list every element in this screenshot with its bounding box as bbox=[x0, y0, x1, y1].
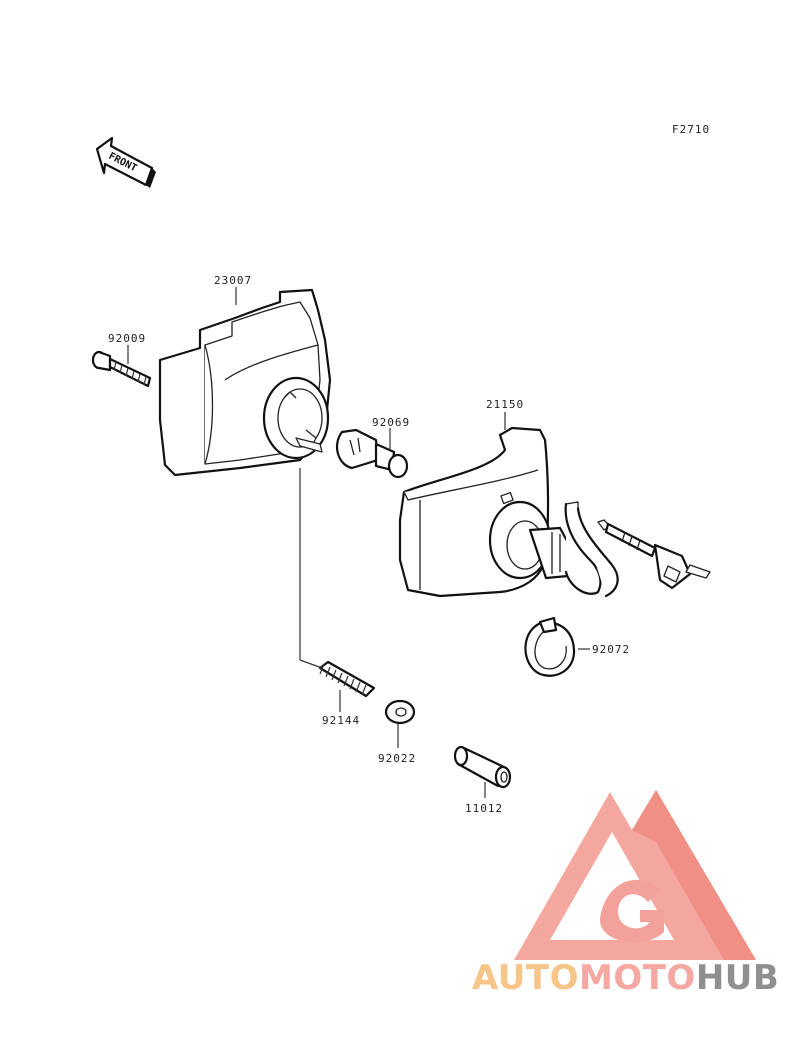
part-number-21150: 21150 bbox=[486, 398, 524, 411]
part-number-92144: 92144 bbox=[322, 714, 360, 727]
screw-92009 bbox=[91, 350, 152, 388]
part-number-92009: 92009 bbox=[108, 332, 146, 345]
part-number-92069: 92069 bbox=[372, 416, 410, 429]
bulb-92069 bbox=[335, 428, 409, 479]
spring-92144 bbox=[318, 660, 376, 698]
part-number-92072: 92072 bbox=[592, 643, 630, 656]
band-clamp-92072 bbox=[524, 616, 576, 677]
collar-11012 bbox=[453, 745, 512, 789]
washer-92022 bbox=[384, 699, 416, 725]
lens-housing-23007 bbox=[158, 288, 332, 477]
brand-part-moto: MOTO bbox=[578, 958, 696, 998]
brand-part-hub: HUB bbox=[695, 958, 780, 998]
brand-part-auto: AUTO bbox=[472, 958, 579, 998]
socket-assembly-21150 bbox=[398, 426, 711, 598]
part-number-92022: 92022 bbox=[378, 752, 416, 765]
part-number-11012: 11012 bbox=[465, 802, 503, 815]
figure-code: F2710 bbox=[672, 123, 710, 136]
leader-lines bbox=[127, 287, 590, 798]
watermark-brand-text: AUTOMOTOHUB bbox=[472, 958, 794, 998]
front-arrow-icon: FRONT bbox=[95, 136, 156, 188]
watermark-logo-icon bbox=[514, 790, 756, 960]
part-number-23007: 23007 bbox=[214, 274, 252, 287]
